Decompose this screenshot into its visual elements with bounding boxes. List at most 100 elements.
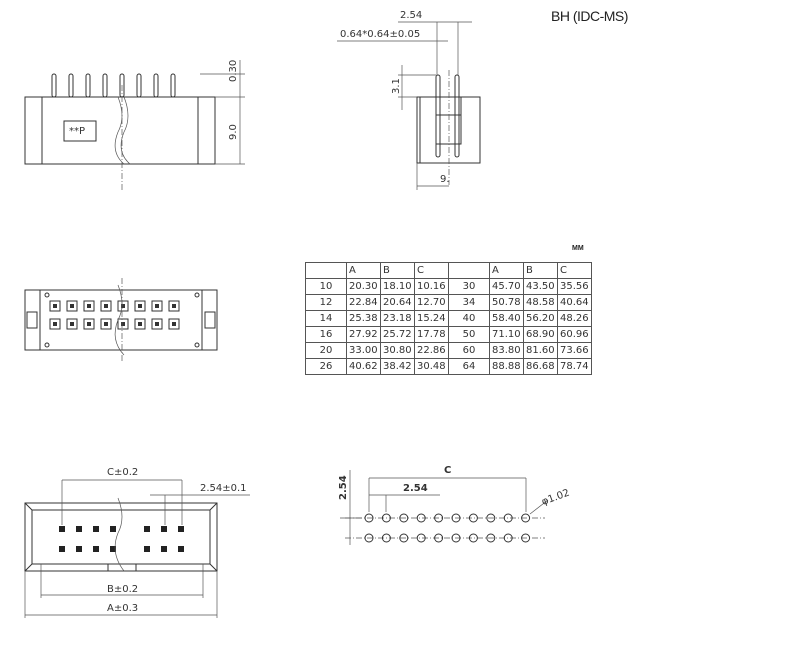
pcb-footprint: 2.54 C 2.54 φ1.02 (338, 465, 571, 545)
dim-fp-c: C (444, 465, 451, 476)
table-cell: 78.74 (557, 358, 592, 375)
table-cell: 33.00 (346, 342, 381, 359)
pin-center (172, 322, 176, 326)
pin-center (104, 304, 108, 308)
pin-hole (93, 526, 99, 532)
table-cell: 60.96 (557, 326, 592, 343)
pin (153, 73, 159, 98)
table-cell: 12.70 (414, 294, 449, 311)
table-cell: A (489, 262, 524, 279)
table-cell: C (557, 262, 592, 279)
table-cell: 20.30 (346, 278, 381, 295)
pad-hole (486, 533, 496, 543)
pin-center (172, 304, 176, 308)
table-cell: 71.10 (489, 326, 524, 343)
table-cell: C (414, 262, 449, 279)
pin-center (104, 322, 108, 326)
dim-a: A±0.3 (107, 603, 138, 614)
pin-square (151, 318, 163, 330)
pin-square (49, 300, 61, 312)
dim-c: C±0.2 (107, 467, 138, 478)
table-cell: B (380, 262, 415, 279)
table-cell: 27.92 (346, 326, 381, 343)
pad-hole (468, 533, 478, 543)
table-cell: 34 (448, 294, 490, 311)
pin-hole (93, 546, 99, 552)
table-cell: 73.66 (557, 342, 592, 359)
table-cell: 64 (448, 358, 490, 375)
table-cell: 12 (305, 294, 347, 311)
pin-hole (59, 526, 65, 532)
table-cell: 30.80 (380, 342, 415, 359)
pad-hole (503, 533, 513, 543)
pad-hole (364, 513, 374, 523)
pin-center (53, 322, 57, 326)
pin (51, 73, 57, 98)
pad-hole (451, 513, 461, 523)
pin-square (134, 300, 146, 312)
table-cell: 17.78 (414, 326, 449, 343)
dim-width: 9. (440, 174, 450, 185)
pin-square (151, 300, 163, 312)
pin-center (138, 322, 142, 326)
table-cell: 48.58 (523, 294, 558, 311)
pin-hole (110, 546, 116, 552)
table-cell: A (346, 262, 381, 279)
table-cell: 50 (448, 326, 490, 343)
pad-hole (399, 513, 409, 523)
pin-center (87, 322, 91, 326)
pin-center (87, 304, 91, 308)
pad-hole (381, 533, 391, 543)
pad-hole (434, 513, 444, 523)
pin-center (70, 304, 74, 308)
table-cell: 25.72 (380, 326, 415, 343)
table-cell: 20.64 (380, 294, 415, 311)
pin (136, 73, 142, 98)
table-cell: 45.70 (489, 278, 524, 295)
table-cell: 40.62 (346, 358, 381, 375)
table-cell: 15.24 (414, 310, 449, 327)
pad-hole (434, 533, 444, 543)
pin-hole (144, 546, 150, 552)
marking-label: **P (69, 126, 85, 137)
pin-square (49, 318, 61, 330)
table-cell: 23.18 (380, 310, 415, 327)
pin (85, 73, 91, 98)
pin-square (66, 300, 78, 312)
table-cell: 38.42 (380, 358, 415, 375)
table-cell: 26 (305, 358, 347, 375)
table-cell: 18.10 (380, 278, 415, 295)
table-cell: 30.48 (414, 358, 449, 375)
dim-pin-exposed: 3.1 (391, 78, 402, 94)
pin-hole (144, 526, 150, 532)
table-cell: 35.56 (557, 278, 592, 295)
table-cell: 40 (448, 310, 490, 327)
pin-hole (161, 546, 167, 552)
pin-square (168, 318, 180, 330)
front-view: **P 0.30 9.0 (24, 60, 245, 190)
table-cell: 10.16 (414, 278, 449, 295)
dim-pin-size: 0.64*0.64±0.05 (340, 29, 420, 40)
pin-center (155, 304, 159, 308)
pin-square (83, 318, 95, 330)
pad-hole (503, 513, 513, 523)
table-cell: 22.86 (414, 342, 449, 359)
pin-center (138, 304, 142, 308)
pin (102, 73, 108, 98)
table-cell: 86.68 (523, 358, 558, 375)
pin-square (83, 300, 95, 312)
unit-label: MM (572, 245, 584, 252)
pad-hole (399, 533, 409, 543)
table-cell: 81.60 (523, 342, 558, 359)
table-cell: 68.90 (523, 326, 558, 343)
pin-center (70, 322, 74, 326)
pin-hole (76, 546, 82, 552)
pad-hole (451, 533, 461, 543)
